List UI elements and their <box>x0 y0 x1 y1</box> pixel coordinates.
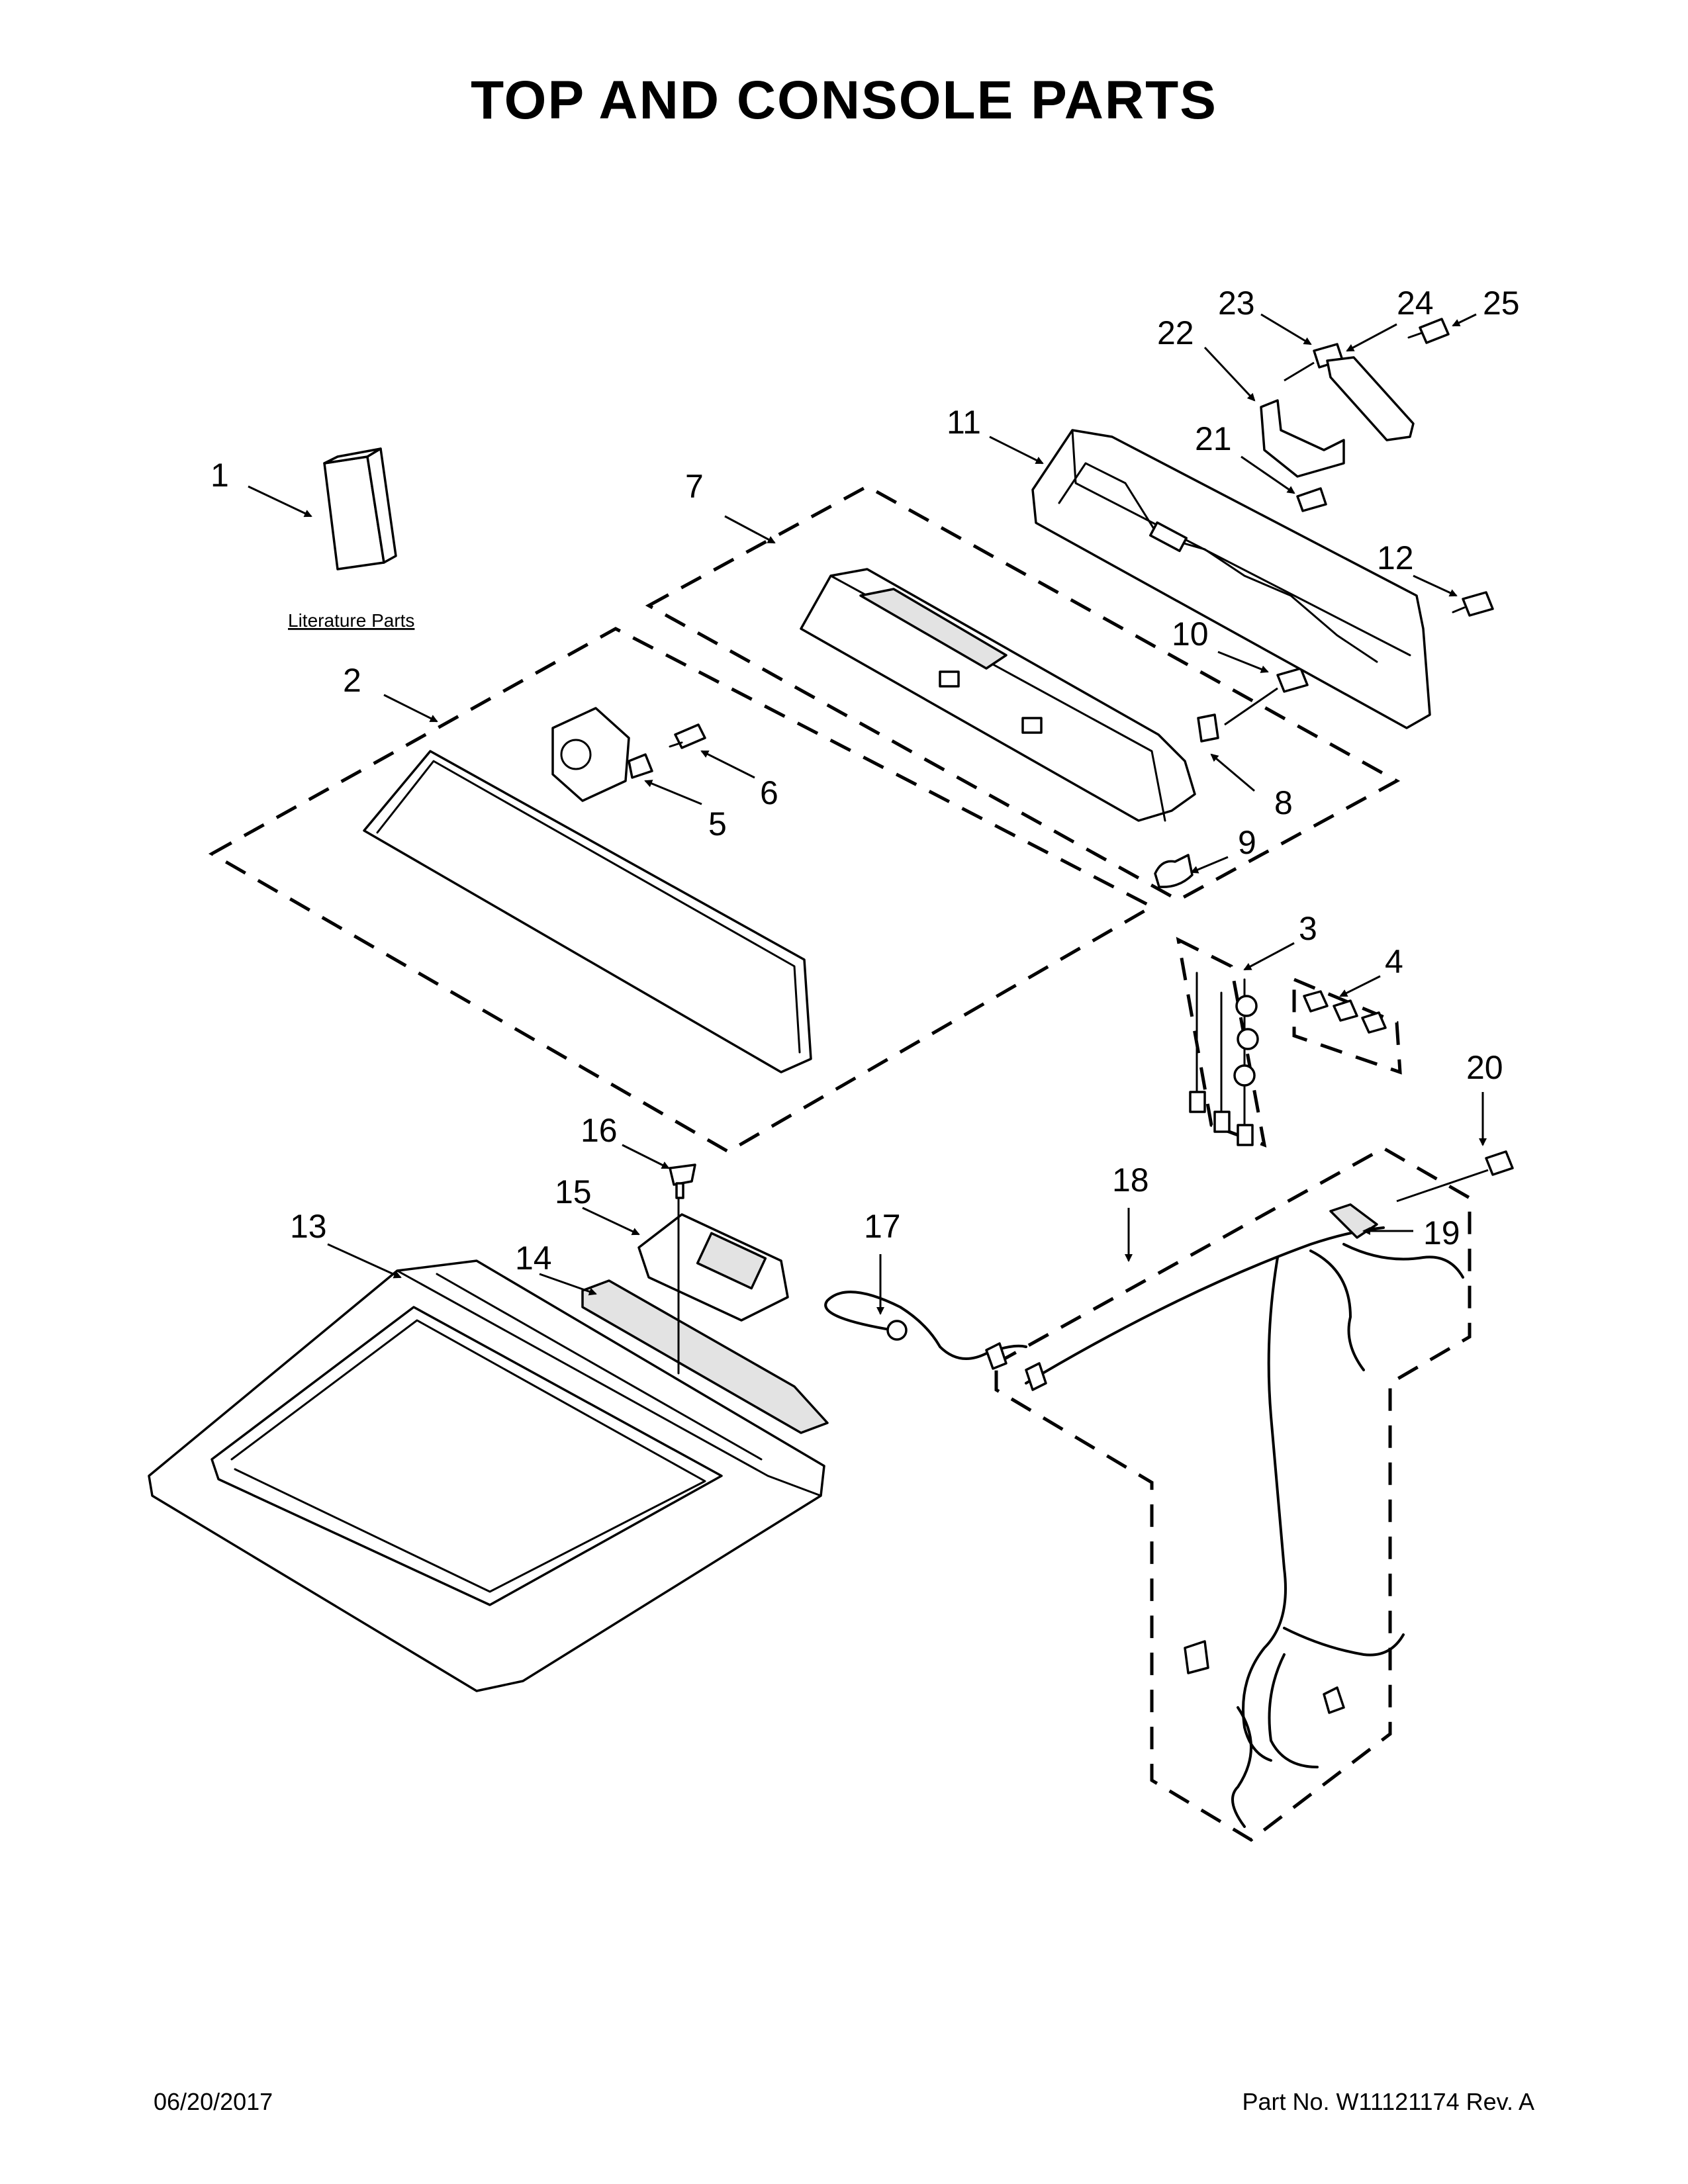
callout-14: 14 <box>515 1240 552 1277</box>
callout-18: 18 <box>1112 1161 1149 1199</box>
footer-date: 06/20/2017 <box>154 2088 273 2115</box>
callout-16: 16 <box>581 1112 618 1149</box>
callout-20: 20 <box>1466 1049 1503 1086</box>
dispenser-module <box>551 707 653 802</box>
main-top <box>148 1259 825 1692</box>
plate-24 <box>1326 356 1415 441</box>
callout-8: 8 <box>1274 784 1293 821</box>
screw-6 <box>669 723 706 749</box>
connector-19 <box>1329 1203 1378 1239</box>
callout-7: 7 <box>685 468 704 505</box>
screw-12 <box>1452 591 1494 617</box>
console-trim-panel <box>363 750 812 1073</box>
boundary-wire-harness <box>994 1146 1472 1843</box>
boundary-knob-kit <box>1176 936 1267 1148</box>
callout-9: 9 <box>1238 824 1256 861</box>
callout-4: 4 <box>1385 943 1403 980</box>
knob-kit <box>1189 972 1259 1146</box>
callout-1: 1 <box>211 457 229 494</box>
screw-16 <box>669 1163 696 1199</box>
literature-parts-label: Literature Parts <box>288 610 414 631</box>
callout-25: 25 <box>1483 285 1520 322</box>
callout-12: 12 <box>1377 539 1414 576</box>
callout-21: 21 <box>1195 420 1232 457</box>
callout-2: 2 <box>343 662 361 699</box>
screw-20 <box>1396 1150 1514 1203</box>
clip-8 <box>1197 713 1219 743</box>
control-console-housing <box>800 568 1196 822</box>
callout-23: 23 <box>1218 285 1255 322</box>
clip-9 <box>1154 854 1194 888</box>
footer-part-number: Part No. W11121174 Rev. A <box>1242 2088 1534 2115</box>
main-wire-harness <box>1025 1226 1464 1828</box>
screw-25 <box>1407 318 1450 344</box>
boundary-button-kit <box>1292 977 1402 1075</box>
callout-13: 13 <box>290 1208 327 1245</box>
callout-24: 24 <box>1397 285 1434 322</box>
button-kit <box>1303 990 1387 1034</box>
bracket-22 <box>1260 399 1345 478</box>
sensor-harness <box>824 1291 1027 1370</box>
control-board <box>637 1193 789 1375</box>
callout-3: 3 <box>1299 910 1317 947</box>
callout-numbers: 1 2 3 4 5 6 7 8 9 10 11 12 13 14 15 16 1… <box>211 285 1520 1277</box>
callout-5: 5 <box>708 805 727 842</box>
page-title: TOP AND CONSOLE PARTS <box>471 70 1217 130</box>
leader-lines <box>248 313 1487 1315</box>
lid-switch-plate <box>581 1279 829 1434</box>
literature-booklet <box>323 447 397 570</box>
callout-11: 11 <box>947 404 981 441</box>
boundary-console-assembly <box>208 627 1156 1154</box>
callout-17: 17 <box>864 1208 901 1245</box>
callout-15: 15 <box>555 1173 592 1210</box>
callout-10: 10 <box>1172 615 1209 653</box>
screw-21 <box>1296 487 1327 512</box>
console-back-bracket <box>1031 429 1431 729</box>
screw-10 <box>1224 667 1309 726</box>
callout-19: 19 <box>1423 1214 1460 1251</box>
callout-22: 22 <box>1157 314 1194 351</box>
callout-6: 6 <box>760 774 778 811</box>
boundary-control-panel <box>645 484 1401 902</box>
